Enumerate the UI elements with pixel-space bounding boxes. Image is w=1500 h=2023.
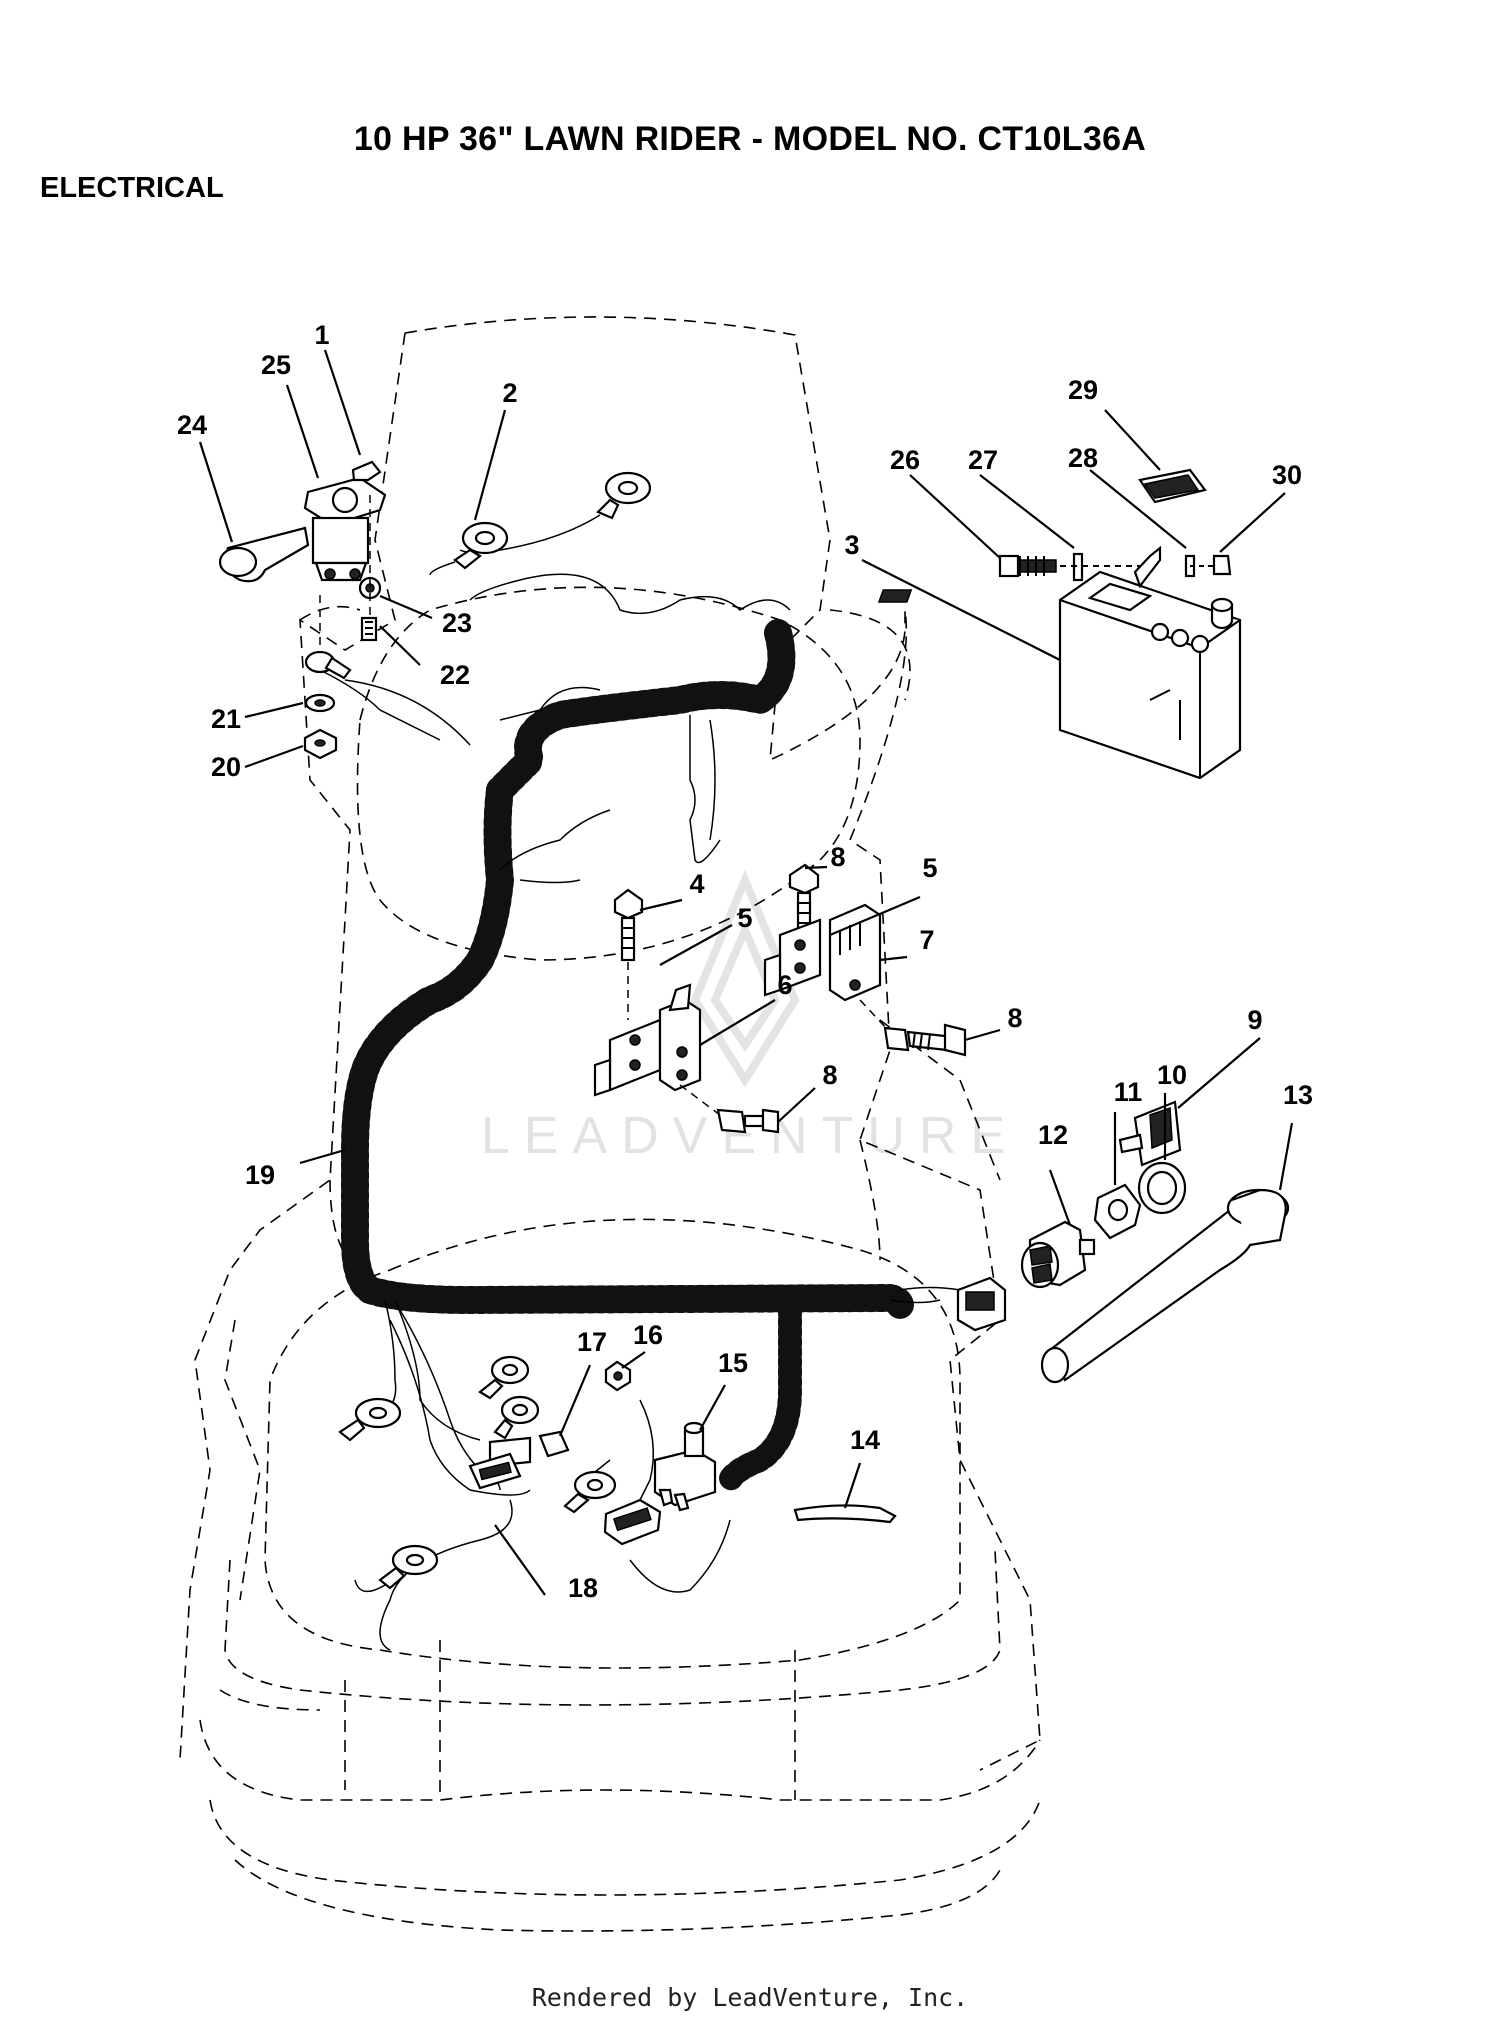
callout-27: 27 — [968, 445, 998, 475]
solenoid-assembly — [218, 460, 387, 642]
section-heading: ELECTRICAL — [40, 172, 224, 204]
ground-cable — [429, 471, 652, 576]
mower-outline — [179, 316, 1041, 1932]
callout-3: 3 — [844, 530, 859, 560]
callout-7: 7 — [919, 925, 934, 955]
callout-6: 6 — [777, 970, 792, 1000]
callout-25: 25 — [261, 350, 291, 380]
bracket-switch-hardware — [593, 863, 967, 1134]
callout-24: 24 — [177, 410, 207, 440]
callout-28: 28 — [1068, 443, 1098, 473]
callout-23: 23 — [442, 608, 472, 638]
leader-lines — [198, 349, 1294, 1596]
callout-20: 20 — [211, 752, 241, 782]
callout-1: 1 — [314, 320, 329, 350]
wiring-harness-coil — [341, 619, 915, 1492]
callout-30: 30 — [1272, 460, 1302, 490]
callout-5b: 5 — [922, 853, 937, 883]
cable-ring-hardware — [303, 495, 371, 760]
lower-harness-terminals — [338, 1355, 662, 1593]
harness-connector — [956, 1276, 1007, 1332]
callout-18: 18 — [568, 1573, 598, 1603]
footer-credit: Rendered by LeadVenture, Inc. — [531, 1983, 969, 2012]
callout-8b: 8 — [1007, 1003, 1022, 1033]
callout-15: 15 — [718, 1348, 748, 1378]
nut-part1 — [351, 460, 382, 482]
callout-10: 10 — [1157, 1060, 1187, 1090]
callout-14: 14 — [850, 1425, 880, 1455]
callout-11: 11 — [1114, 1077, 1143, 1107]
seat-switch-and-tie — [653, 1421, 897, 1524]
ignition-assembly — [1020, 1100, 1290, 1384]
callout-2: 2 — [502, 378, 517, 408]
callout-17: 17 — [577, 1327, 607, 1357]
page-title: 10 HP 36" LAWN RIDER - MODEL NO. CT10L36… — [353, 120, 1147, 158]
battery-assembly — [877, 468, 1242, 780]
callout-5a: 5 — [737, 903, 752, 933]
callout-12: 12 — [1038, 1120, 1068, 1150]
callout-22: 22 — [440, 660, 470, 690]
callout-26: 26 — [890, 445, 920, 475]
callout-labels: 1 2 3 4 5 5 6 7 8 8 8 9 10 11 12 13 14 1… — [177, 320, 1313, 1603]
callout-4: 4 — [689, 869, 704, 899]
callout-13: 13 — [1283, 1080, 1313, 1110]
callout-21: 21 — [211, 704, 241, 734]
callout-29: 29 — [1068, 375, 1098, 405]
callout-8a: 8 — [830, 842, 845, 872]
callout-9: 9 — [1247, 1005, 1262, 1035]
callout-19: 19 — [245, 1160, 275, 1190]
callout-8c: 8 — [822, 1060, 837, 1090]
callout-16: 16 — [633, 1320, 663, 1350]
